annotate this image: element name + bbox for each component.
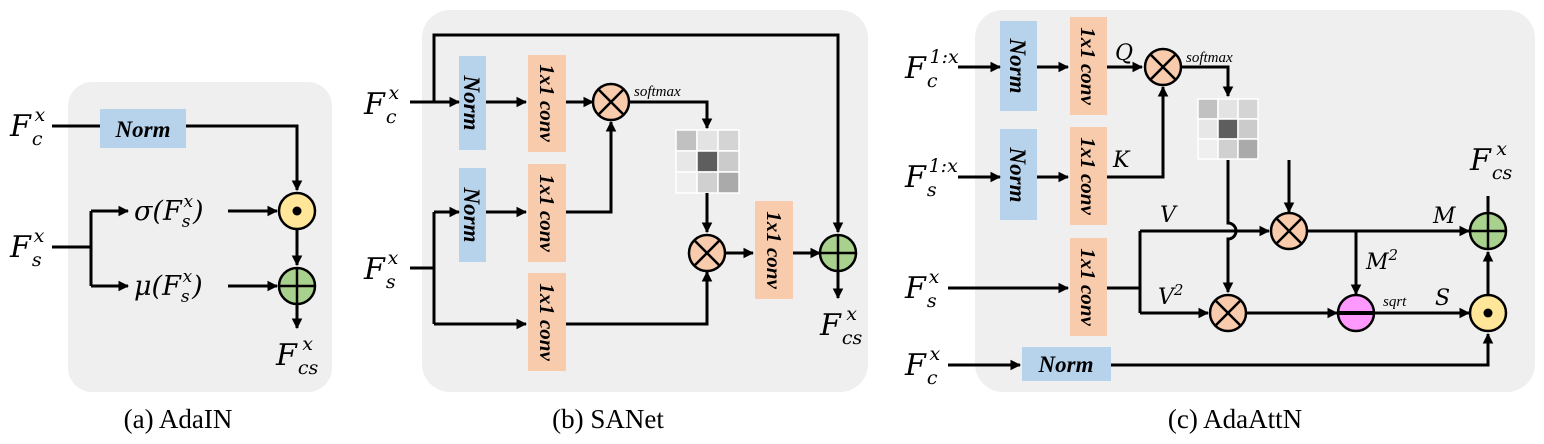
norm-block: Norm [1000,21,1037,111]
attention-cell [717,150,740,173]
attention-cell [1197,138,1219,160]
svg-text:Norm: Norm [1005,38,1030,94]
softmax-label: softmax [1186,50,1233,66]
attention-map [1197,98,1259,160]
wire [566,270,713,326]
norm-block: Norm [1022,347,1111,381]
sigma-label: σ(Fsx) [134,192,204,232]
attention-cell [1217,138,1239,160]
conv-block: 1x1 conv [528,164,566,262]
circle-dot-icon [1468,293,1508,333]
attention-cell [1217,98,1239,120]
wire [432,33,844,234]
attention-cell [717,171,740,194]
output-feature-label: Fcsx [819,303,862,349]
wire [186,124,303,192]
output-feature-label: Fcsx [1469,138,1512,184]
svg-text:Norm: Norm [1038,352,1094,377]
caption-sanet: (b) SANet [552,404,664,434]
caption-adain: (a) AdaIN [124,404,233,434]
circle-plus-icon [818,233,858,273]
style-feature-label: Fsx [363,247,399,293]
attention-cell [717,129,740,152]
svg-text:Norm: Norm [459,75,484,131]
conv-block: 1x1 conv [528,55,566,152]
svg-text:Norm: Norm [115,117,171,142]
norm-block: Norm [100,109,186,148]
panel-sanet: Norm Norm 1x1 conv 1x1 conv 1x1 conv 1x1… [363,10,868,434]
circle-minus-icon [1336,293,1376,333]
style-feature-label: Fsx [904,266,940,312]
svg-text:Norm: Norm [459,187,484,243]
svg-text:1x1 conv: 1x1 conv [762,211,786,289]
wire [1111,332,1494,367]
svg-text:1x1 conv: 1x1 conv [1076,137,1100,215]
svg-text:1x1 conv: 1x1 conv [1076,248,1100,326]
attention-cell [675,171,698,194]
mean-squared-label: M2 [1365,246,1398,275]
output-feature-label: Fcsx [275,333,318,379]
circle-plus-icon [277,266,317,306]
attention-cell [1237,138,1259,160]
norm-block: Norm [1000,129,1037,220]
svg-text:1x1 conv: 1x1 conv [1076,27,1100,105]
sqrt-label: sqrt [1383,294,1407,310]
circle-times-icon [687,233,727,273]
wire [566,120,617,214]
style-feature-label: Fs1:x [904,155,958,201]
conv-block: 1x1 conv [1070,17,1107,115]
conv-block: 1x1 conv [1070,127,1107,225]
attention-cell [1237,98,1259,120]
attention-cell [1197,98,1219,120]
content-feature-label: Fcx [9,104,45,150]
attention-cell [696,171,719,194]
panel-sanet-background [422,10,868,392]
attention-cell [696,150,719,173]
content-feature-label: Fcx [363,82,399,128]
wire [630,100,713,130]
panel-adain: Norm Fcx Fsx σ(Fsx) μ(Fsx) Fcsx (a) AdaI… [9,82,332,434]
panel-adain-background [68,82,332,392]
conv-block: 1x1 conv [1070,238,1107,336]
softmax-label: softmax [634,84,681,100]
attention-map [675,129,740,194]
svg-text:1x1 conv: 1x1 conv [535,283,559,361]
circle-times-icon [1208,293,1248,333]
circle-plus-icon [1468,211,1508,251]
wire [1107,85,1169,179]
caption-adaattn: (c) AdaAttN [1168,404,1302,434]
mean-label: M [1432,204,1456,229]
attention-cell [675,129,698,152]
circle-times-icon [1269,211,1309,251]
circle-dot-icon [277,191,317,231]
norm-block: Norm [459,168,486,262]
value-label: V [1160,203,1178,228]
attention-cell [1197,118,1219,140]
content-feature-label: Fcx [904,343,940,389]
circle-times-icon [591,82,631,122]
content-feature-label: Fc1:x [904,46,959,92]
query-label: Q [1115,41,1133,66]
svg-text:1x1 conv: 1x1 conv [535,64,559,142]
wire [1182,65,1234,98]
conv-block: 1x1 conv [528,273,566,371]
value-squared-label: V2 [1158,281,1183,310]
style-feature-label: Fsx [9,225,45,271]
key-label: K [1112,148,1131,173]
attention-cell [696,129,719,152]
panel-adaattn-background [975,10,1535,392]
norm-block: Norm [459,56,486,150]
attention-cell [1217,118,1239,140]
panel-adaattn: Norm Norm Norm 1x1 conv 1x1 conv 1x1 con… [904,10,1535,434]
mu-label: μ(Fsx) [134,267,203,307]
svg-text:Norm: Norm [1005,147,1030,203]
conv-block: 1x1 conv [755,201,793,299]
attention-cell [675,150,698,173]
std-label: S [1435,286,1450,311]
svg-text:1x1 conv: 1x1 conv [535,174,559,252]
circle-times-icon [1143,47,1183,87]
attention-cell [1237,118,1259,140]
